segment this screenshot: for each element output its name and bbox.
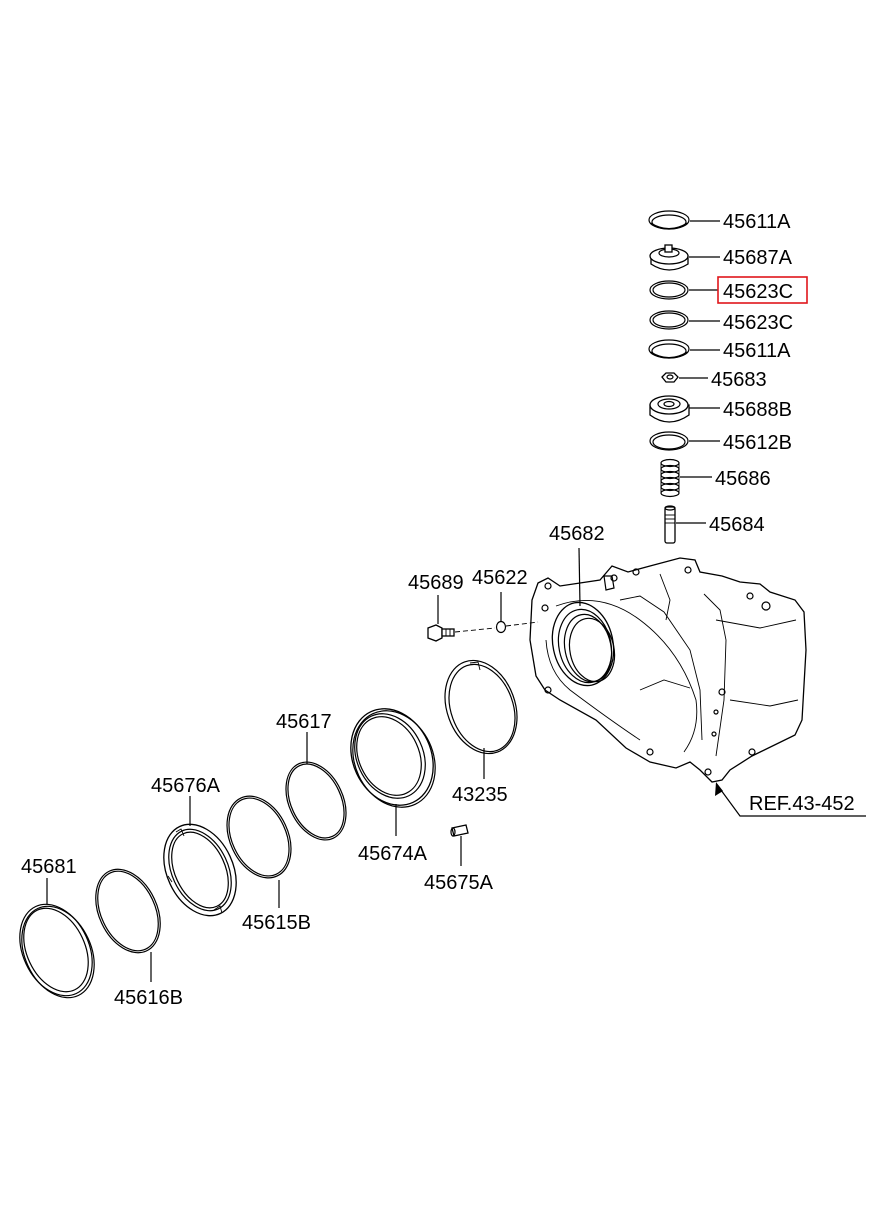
- label-ref[interactable]: REF.43-452: [749, 793, 855, 815]
- label-45616b[interactable]: 45616B: [114, 987, 183, 1009]
- label-45623c-highlighted[interactable]: 45623C: [723, 281, 793, 303]
- snap-ring-43235[interactable]: [433, 650, 530, 763]
- bolt-45689[interactable]: [427, 624, 455, 642]
- o-ring-45615b[interactable]: [215, 786, 304, 888]
- seal-ring-45623c[interactable]: [649, 310, 689, 330]
- seal-ring-45623c-highlighted[interactable]: [649, 280, 689, 300]
- label-45686[interactable]: 45686: [715, 468, 771, 490]
- label-45676a[interactable]: 45676A: [151, 775, 221, 797]
- ring-45681[interactable]: [6, 893, 108, 1010]
- label-45612b[interactable]: 45612B: [723, 432, 792, 454]
- o-ring-45622[interactable]: [495, 620, 507, 634]
- label-45617[interactable]: 45617: [276, 711, 332, 733]
- ref-leader: [715, 782, 866, 817]
- label-45681[interactable]: 45681: [21, 856, 77, 878]
- pin-45684[interactable]: [664, 505, 676, 544]
- label-45611a-top[interactable]: 45611A: [723, 211, 791, 233]
- pin-45675a[interactable]: [450, 824, 469, 837]
- retainer-45674a[interactable]: [336, 695, 451, 821]
- label-45682[interactable]: 45682: [549, 523, 605, 545]
- snap-ring-45611a-second[interactable]: [648, 339, 690, 359]
- snap-ring-45611a-top[interactable]: [648, 210, 690, 230]
- label-45683[interactable]: 45683: [711, 369, 767, 391]
- spring-45686[interactable]: [660, 458, 680, 498]
- o-ring-45617[interactable]: [274, 752, 358, 849]
- label-45623c[interactable]: 45623C: [723, 312, 793, 334]
- highlight-box: [717, 276, 808, 304]
- label-45688b[interactable]: 45688B: [723, 399, 792, 421]
- o-ring-45616b[interactable]: [83, 859, 173, 963]
- label-45684[interactable]: 45684: [709, 514, 765, 536]
- label-45615b[interactable]: 45615B: [242, 912, 311, 934]
- label-45611a-second[interactable]: 45611A: [723, 340, 791, 362]
- label-45687a[interactable]: 45687A: [723, 247, 793, 269]
- nut-45683[interactable]: [661, 372, 679, 383]
- piston-cap-45687a[interactable]: [649, 244, 689, 271]
- label-45689[interactable]: 45689: [408, 572, 464, 594]
- piston-45676a[interactable]: [150, 813, 250, 928]
- piston-45688b[interactable]: [649, 395, 690, 423]
- label-45674a[interactable]: 45674A: [358, 843, 428, 865]
- label-43235[interactable]: 43235: [452, 784, 508, 806]
- sleeve-45682[interactable]: [545, 597, 621, 692]
- label-45675a[interactable]: 45675A: [424, 872, 494, 894]
- label-45622[interactable]: 45622: [472, 567, 528, 589]
- seal-ring-45612b[interactable]: [649, 431, 689, 451]
